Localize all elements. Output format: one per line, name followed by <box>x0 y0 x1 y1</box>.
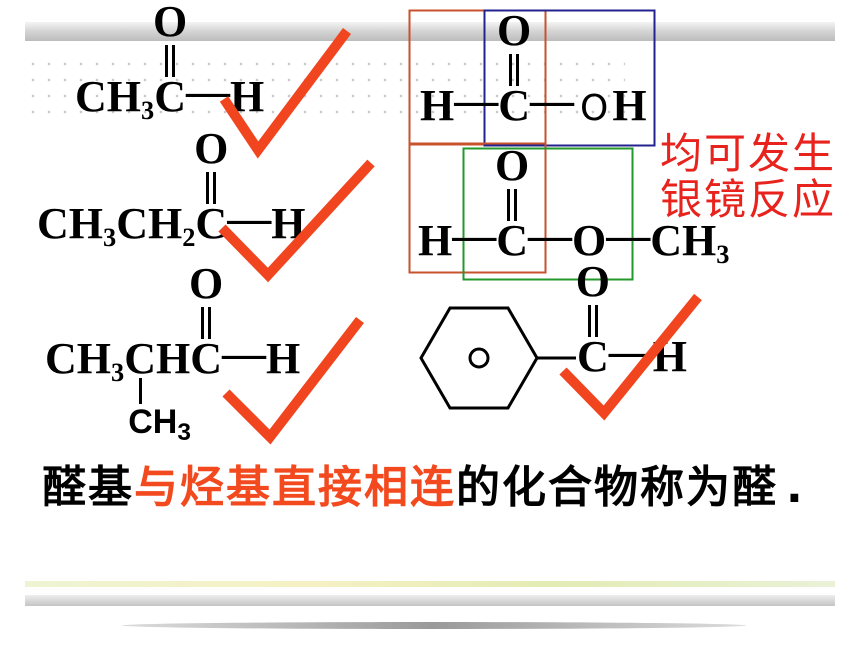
single-bond: — <box>606 211 651 260</box>
branch-methyl-subscript: 3 <box>177 418 191 446</box>
branch-methyl-group: CH3 <box>128 403 191 445</box>
single-bond: — <box>530 76 575 125</box>
definition-part-3: 的化合物称为醛 <box>456 462 778 513</box>
methyl-subscript: 3 <box>103 222 117 253</box>
check-mark-icon <box>559 293 702 421</box>
definition-highlight: 与烃基直接相连 <box>134 462 456 513</box>
carbonyl-oxygen: O <box>194 124 229 173</box>
methyl-formate-ester-group-box <box>462 147 634 281</box>
definition-period: . <box>786 462 805 513</box>
benzene-inner-circle <box>468 347 490 369</box>
check-mark-icon <box>219 28 352 159</box>
methyl-group: CH <box>45 334 111 383</box>
single-bond: — <box>227 194 272 243</box>
methyl-formate-aldehyde-group-box <box>408 142 547 274</box>
bottom-tapered-rule <box>122 622 746 629</box>
double-bond <box>206 172 217 204</box>
single-bond: — <box>454 76 499 125</box>
double-bond <box>509 54 520 86</box>
aldehyde-hydrogen: H <box>266 334 301 383</box>
single-bond: — <box>452 211 497 260</box>
check-mark-icon <box>222 316 364 445</box>
methyl-subscript: 3 <box>141 95 155 126</box>
carbonyl-oxygen: O <box>575 257 611 306</box>
branch-bond <box>138 378 142 404</box>
methyl-group: CH <box>37 199 103 248</box>
carbonyl-oxygen: O <box>152 0 188 46</box>
single-bond: — <box>222 329 266 378</box>
carbonyl-carbon-symbol: C <box>190 334 222 383</box>
methyl-subscript: 3 <box>716 239 730 270</box>
formic-acid-carboxyl-group-box <box>483 9 656 147</box>
double-bond <box>165 45 176 77</box>
carbonyl-oxygen: O <box>495 141 530 190</box>
bottom-decorative-line <box>25 581 835 587</box>
carbonyl-carbon-symbol: C <box>496 216 529 265</box>
silver-mirror-annotation: 均可发生 银镜反应 <box>660 131 836 223</box>
carbonyl-carbon-symbol: C <box>498 81 531 130</box>
branch-carbon: C CH3 <box>124 334 191 445</box>
annotation-line-1: 均可发生 <box>660 129 837 178</box>
single-bond: — <box>185 67 230 116</box>
hydroxyl-oxygen: O <box>580 88 609 129</box>
carbonyl-oxygen: O <box>188 259 224 308</box>
double-bond <box>507 189 518 221</box>
double-bond <box>587 305 598 337</box>
single-bond: — <box>528 211 573 260</box>
annotation-line-2: 银镜反应 <box>660 175 837 224</box>
double-bond <box>201 307 212 339</box>
carbonyl-oxygen: O <box>497 6 532 55</box>
methyl-subscript: 3 <box>111 357 125 388</box>
check-mark-icon <box>218 159 375 283</box>
branch-carbon-symbol: C <box>124 334 156 383</box>
methyl-group: CH <box>75 72 141 121</box>
top-decorative-bar <box>25 22 835 41</box>
aldehyde-definition: 醛基与烃基直接相连的化合物称为醛. <box>42 462 805 514</box>
bottom-decorative-bar <box>25 595 835 606</box>
carbonyl-carbon-symbol: C <box>577 332 609 381</box>
carbonyl-carbon-symbol: C <box>195 199 228 248</box>
methylene-group: CH <box>116 199 183 248</box>
methylene-subscript: 2 <box>182 222 196 253</box>
branch-carbon-hydrogen: H <box>155 334 191 383</box>
methyl-group: CH <box>650 216 717 265</box>
left-hydrogen: H <box>420 81 455 130</box>
definition-part-1: 醛基 <box>42 462 134 513</box>
hydroxyl-hydrogen: H <box>612 81 647 130</box>
branch-methyl-label: CH <box>128 403 178 441</box>
carbonyl-carbon-symbol: C <box>154 72 186 121</box>
ester-oxygen: O <box>572 216 607 265</box>
left-hydrogen: H <box>418 216 453 265</box>
